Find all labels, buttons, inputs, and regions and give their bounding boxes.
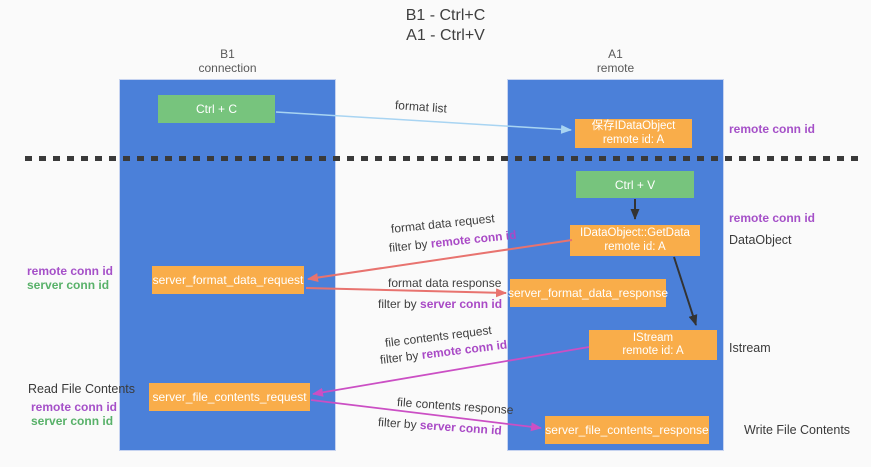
istream-line1: IStream	[632, 331, 674, 344]
server-file-contents-request-box: server_file_contents_request	[149, 383, 310, 411]
dataobject-note: DataObject	[729, 233, 792, 247]
lifeline-a1-name: A1	[608, 47, 623, 61]
server-format-data-request-box: server_format_data_request	[152, 266, 304, 294]
format-data-response-label: format data response	[388, 276, 502, 290]
format-list-label: format list	[394, 98, 448, 116]
ctrl-c-label: Ctrl + C	[195, 102, 237, 116]
file-contents-response-filter-label: filter by server conn id	[378, 415, 503, 438]
server-format-data-request-label: server_format_data_request	[152, 273, 304, 287]
server-file-contents-response-box: server_file_contents_response	[545, 416, 709, 444]
lifeline-b1-role: connection	[198, 61, 257, 75]
format-data-response-filter-label: filter by server conn id	[378, 297, 502, 311]
istream-box: IStream remote id: A	[589, 330, 717, 360]
remote-conn-id-note-left-2: remote conn id	[31, 400, 118, 414]
filter-by-text: filter by	[377, 415, 421, 432]
copy-paste-boundary-dashed-line	[25, 156, 863, 161]
write-file-contents-note: Write File Contents	[744, 423, 851, 437]
istream-note: Istream	[729, 341, 771, 355]
server-conn-id-key: server conn id	[420, 297, 503, 311]
diagram-title: B1 - Ctrl+C A1 - Ctrl+V	[10, 6, 871, 46]
server-conn-id-note-left-2: server conn id	[31, 414, 114, 428]
getdata-line2: remote id: A	[604, 240, 666, 253]
title-line-1: B1 - Ctrl+C	[405, 7, 486, 24]
getdata-line1: IDataObject::GetData	[580, 227, 690, 239]
remote-conn-id-note-mid: remote conn id	[729, 211, 816, 225]
ctrl-c-action-box: Ctrl + C	[158, 95, 275, 123]
title-line-2: A1 - Ctrl+V	[406, 27, 485, 44]
lifeline-a1-role: remote	[596, 61, 635, 75]
remote-conn-id-key: remote conn id	[430, 227, 518, 251]
filter-by-text: filter by	[378, 297, 421, 311]
server-format-data-response-label: server_format_data_response	[507, 286, 669, 300]
filter-by-text: filter by	[379, 347, 423, 367]
save-idataobject-box: 保存IDataObject remote id: A	[575, 119, 692, 148]
lifeline-header-a1: A1 remote	[508, 47, 723, 75]
server-format-data-response-box: server_format_data_response	[507, 279, 669, 307]
istream-line2: remote id: A	[622, 345, 684, 357]
lifeline-header-b1: B1 connection	[120, 47, 335, 75]
server-file-contents-request-label: server_file_contents_request	[152, 390, 307, 404]
save-idataobject-line1: 保存IDataObject	[591, 120, 676, 132]
idataobject-getdata-box: IDataObject::GetData remote id: A	[570, 225, 700, 256]
remote-conn-id-note-top: remote conn id	[729, 122, 816, 136]
ctrl-v-label: Ctrl + V	[614, 177, 656, 192]
server-file-contents-response-label: server_file_contents_response	[545, 423, 709, 437]
remote-conn-id-note-left-1: remote conn id	[27, 264, 114, 278]
ctrl-v-action-box: Ctrl + V	[576, 171, 694, 198]
read-file-contents-note: Read File Contents	[28, 382, 136, 396]
filter-by-text: filter by	[388, 236, 432, 255]
lifeline-b1-name: B1	[220, 47, 235, 61]
save-idataobject-line2: remote id: A	[602, 133, 665, 146]
file-contents-response-label: file contents response	[396, 395, 514, 418]
server-conn-id-note-left-1: server conn id	[27, 278, 110, 292]
server-conn-id-key: server conn id	[419, 417, 503, 438]
